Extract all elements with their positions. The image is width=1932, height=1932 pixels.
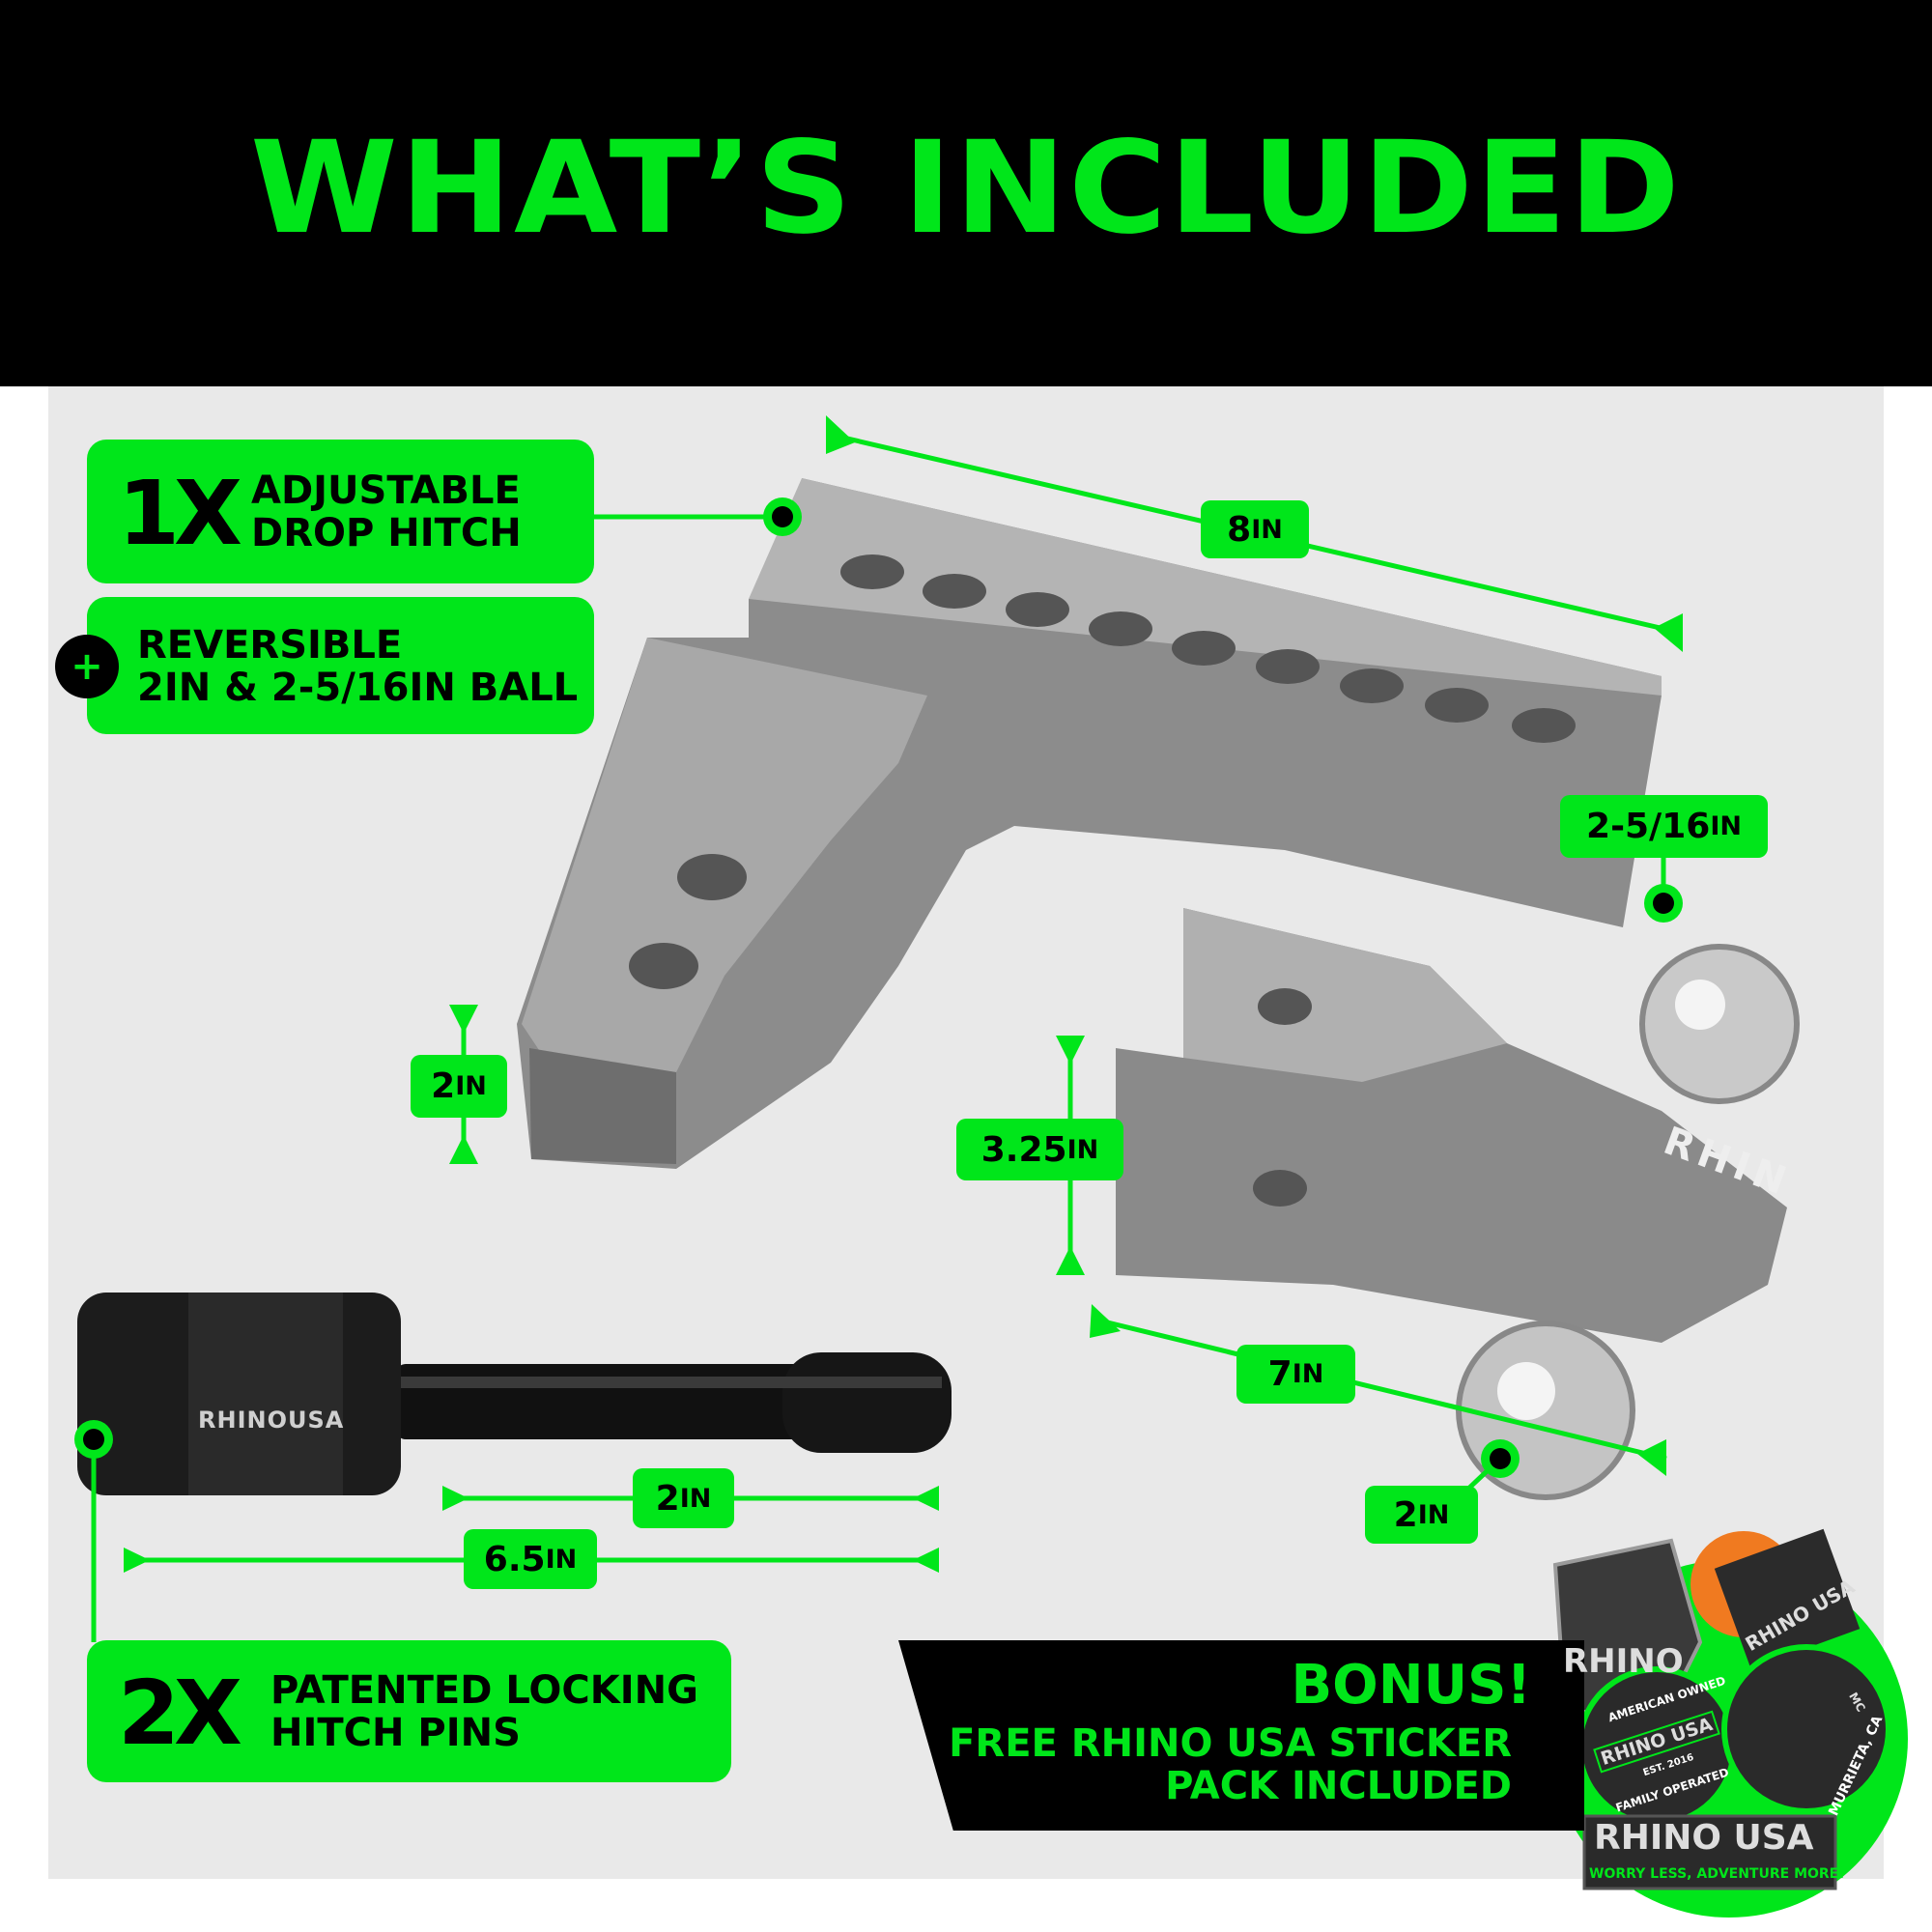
drop-hitch-image (517, 478, 1662, 1169)
hitch-pins-qty: 2X (118, 1662, 242, 1765)
drop-hitch-line1: ADJUSTABLE (251, 469, 521, 513)
header-banner (0, 0, 1932, 386)
sticker-rhino-usa-wordmark: RHINO USA (1594, 1818, 1814, 1858)
dim-unit: IN (1710, 811, 1742, 841)
dim-unit: IN (679, 1483, 712, 1514)
dim-unit: IN (455, 1071, 487, 1101)
pin-logo: RHINOUSA (198, 1406, 345, 1434)
ball-line2: 2IN & 2-5/16IN BALL (137, 666, 579, 710)
hitch-pins-callout (87, 1640, 731, 1782)
dim-unit: IN (1417, 1499, 1450, 1530)
ball-mount-image (1116, 908, 1800, 1500)
dim-unit: IN (545, 1544, 578, 1575)
bonus-line2: PACK INCLUDED (1165, 1764, 1512, 1808)
bonus-banner (898, 1640, 1584, 1831)
dim-unit: IN (1251, 514, 1283, 545)
dim-value: 2 (1393, 1494, 1418, 1535)
dim-value: 7 (1267, 1354, 1293, 1394)
sticker-rhino: RHINO (1563, 1642, 1684, 1681)
drop-hitch-callout (87, 440, 594, 583)
hitch-pins-line2: HITCH PINS (270, 1711, 521, 1755)
dim-value: 2 (431, 1066, 456, 1106)
callout-dots (74, 497, 1683, 1478)
dim-value: 6.5 (483, 1539, 546, 1579)
ball-line1: REVERSIBLE (137, 623, 403, 668)
bonus-heading: BONUS! (1291, 1654, 1532, 1717)
dim-value: 3.25 (980, 1129, 1067, 1170)
bonus-line1: FREE RHINO USA STICKER (949, 1721, 1512, 1766)
page-title: WHAT’S INCLUDED (249, 114, 1683, 263)
dim-value: 2-5/16 (1586, 807, 1711, 846)
dim-unit: IN (1066, 1134, 1099, 1165)
drop-hitch-qty: 1X (118, 462, 242, 565)
hitch-pins-line1: PATENTED LOCKING (270, 1668, 698, 1713)
bonus-text: FREE RHINO USA STICKER PACK INCLUDED (949, 1722, 1512, 1807)
dim-value: 2 (655, 1478, 680, 1519)
ball-callout (87, 597, 594, 734)
sticker-worry-less: WORRY LESS, ADVENTURE MORE! (1589, 1866, 1845, 1882)
hitch-pin-image (77, 1293, 952, 1495)
dim-value: 8 (1227, 509, 1252, 550)
drop-hitch-line2: DROP HITCH (251, 511, 522, 555)
plus-icon: + (55, 635, 119, 698)
dim-unit: IN (1292, 1359, 1324, 1389)
